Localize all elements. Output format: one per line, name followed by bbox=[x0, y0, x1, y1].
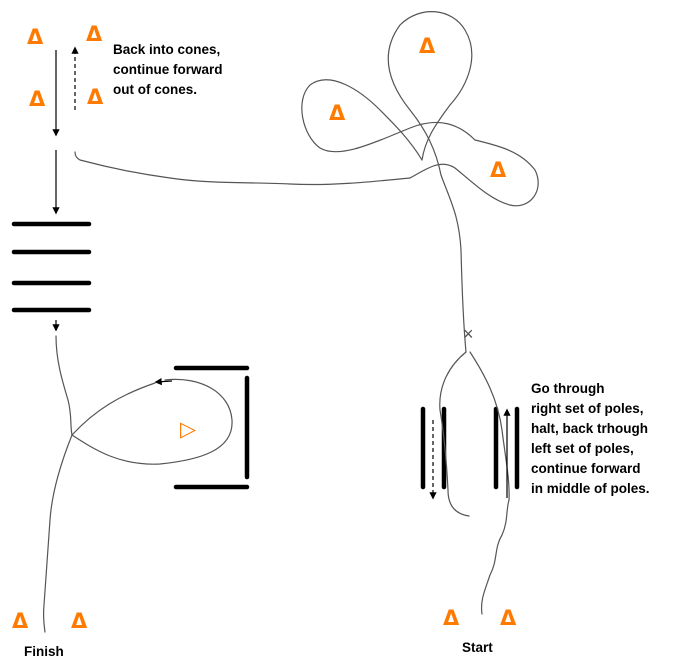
cones-note-line-2: continue forward bbox=[113, 62, 223, 77]
route-start-segment bbox=[480, 499, 510, 615]
route-up-to-clover bbox=[440, 174, 467, 353]
route-exit-left bbox=[439, 351, 470, 517]
poles-note-line-4: left set of poles, bbox=[531, 441, 634, 456]
cones-note-line-1: Back into cones, bbox=[113, 42, 220, 57]
route bbox=[42, 11, 539, 633]
poles-note: Go through right set of poles, halt, bac… bbox=[531, 381, 650, 496]
cone-clover-top: Δ bbox=[419, 34, 436, 58]
cone-top-left-1: Δ bbox=[27, 25, 44, 49]
route-clover-left-loop bbox=[301, 79, 476, 161]
cones-note: Back into cones, continue forward out of… bbox=[113, 42, 223, 97]
cone-clover-right: Δ bbox=[490, 158, 507, 182]
start-label: Start bbox=[462, 640, 493, 655]
cone-loop-right: ▷ bbox=[180, 417, 197, 441]
turn-marker: × bbox=[463, 324, 474, 344]
arrow-loop-entry bbox=[154, 378, 173, 386]
cone-start-left: Δ bbox=[443, 606, 460, 630]
cone-top-left-2: Δ bbox=[86, 22, 103, 46]
route-to-finish bbox=[42, 434, 73, 633]
cones: Δ Δ Δ Δ Δ Δ Δ ▷ Δ Δ Δ Δ bbox=[12, 22, 517, 633]
cone-top-left-3: Δ bbox=[29, 87, 46, 111]
poles-note-line-2: right set of poles, bbox=[531, 401, 644, 416]
route-exit-right bbox=[469, 351, 510, 501]
poles-note-line-3: halt, back trhough bbox=[531, 421, 648, 436]
poles-note-line-6: in middle of poles. bbox=[531, 481, 650, 496]
finish-label: Finish bbox=[24, 644, 64, 659]
poles-note-line-5: continue forward bbox=[531, 461, 641, 476]
cone-clover-left: Δ bbox=[329, 101, 346, 125]
route-clover-top-loop bbox=[387, 11, 473, 176]
route-to-cones bbox=[74, 151, 411, 186]
poles bbox=[11, 221, 520, 490]
cone-top-left-4: Δ bbox=[87, 85, 104, 109]
direction-arrows bbox=[52, 46, 511, 500]
route-loop bbox=[71, 378, 233, 465]
cone-start-right: Δ bbox=[500, 606, 517, 630]
cones-note-line-3: out of cones. bbox=[113, 82, 197, 97]
cone-finish-right: Δ bbox=[71, 609, 88, 633]
route-clover-right-loop bbox=[409, 139, 539, 207]
route-after-poles bbox=[55, 335, 73, 436]
cone-finish-left: Δ bbox=[12, 609, 29, 633]
poles-note-line-1: Go through bbox=[531, 381, 604, 396]
